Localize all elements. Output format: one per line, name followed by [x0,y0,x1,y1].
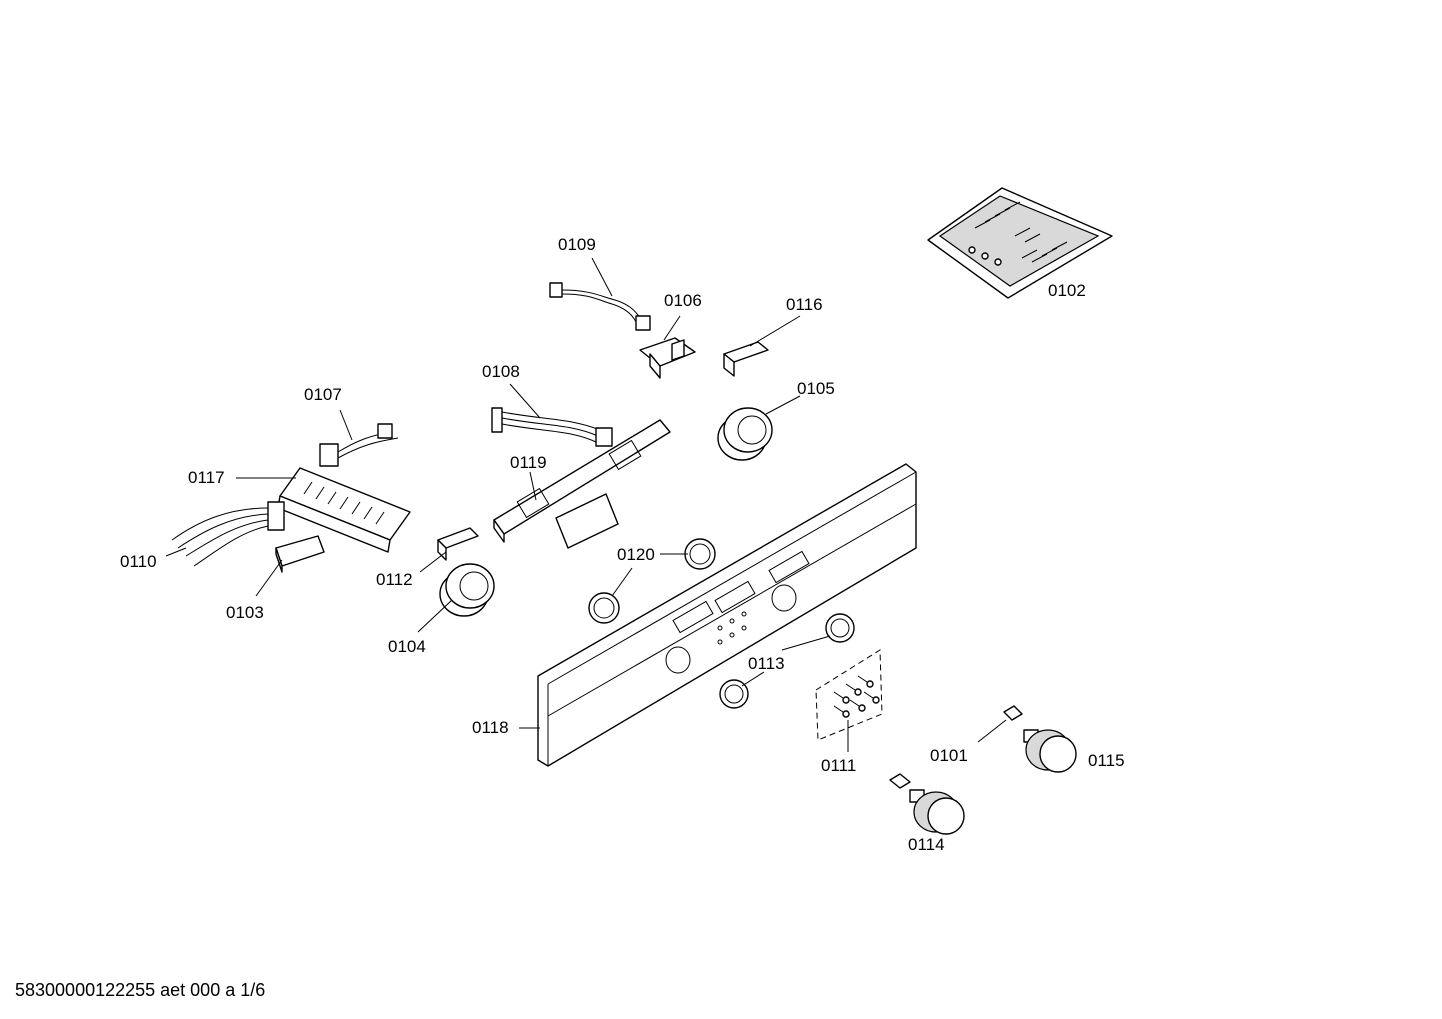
label-0108: 0108 [482,362,520,381]
part-0115-knob [1023,729,1077,773]
part-0101-insert-lower [889,773,911,789]
label-0104: 0104 [388,637,426,656]
part-0104-knob-housing [439,563,495,617]
label-0116: 0116 [786,295,823,314]
part-0119-carrier [493,419,671,549]
part-0113-ring-right [825,613,855,643]
label-0115: 0115 [1088,751,1125,770]
label-0109: 0109 [558,235,596,254]
label-0113: 0113 [748,654,785,673]
label-0105: 0105 [797,379,835,398]
part-0106-switch [639,337,696,379]
label-0110: 0110 [120,552,157,571]
label-0119: 0119 [510,453,547,472]
part-0113-ring-left [719,679,749,709]
part-0102-screw-bag [927,187,1113,299]
part-0105-knob-housing [717,407,773,461]
part-0120-ring-lower [588,592,620,624]
part-0120-ring-upper [684,538,716,570]
label-0117: 0117 [188,468,225,487]
callout-labels: 0109 0106 0116 0102 0108 0105 0107 0119 … [120,235,1125,854]
part-0108-ribbon-cable [491,407,613,447]
label-0103: 0103 [226,603,264,622]
part-0117-terminal-block [277,467,411,553]
part-0103-bracket [275,535,325,573]
leader-lines [165,257,1007,752]
label-0111: 0111 [821,756,856,775]
part-0101-insert-upper [1003,705,1023,721]
label-0107: 0107 [304,385,342,404]
part-0116-bracket [723,341,769,377]
part-0110-cable-with-plug [171,501,285,567]
part-0111-screw-set [815,649,883,741]
label-0114: 0114 [908,835,945,854]
part-0107-wire-harness [319,423,399,467]
part-0112-clip [437,527,479,561]
label-0112: 0112 [376,570,413,589]
label-0106: 0106 [664,291,702,310]
part-0109-wire-harness [549,282,651,331]
part-0118-control-panel [537,463,917,767]
label-0120: 0120 [617,545,655,564]
label-0101: 0101 [930,746,968,765]
label-0102: 0102 [1048,281,1086,300]
part-0114-knob [909,789,965,835]
label-0118: 0118 [472,718,509,737]
document-code: 58300000122255 aet 000 a 1/6 [15,980,266,1000]
